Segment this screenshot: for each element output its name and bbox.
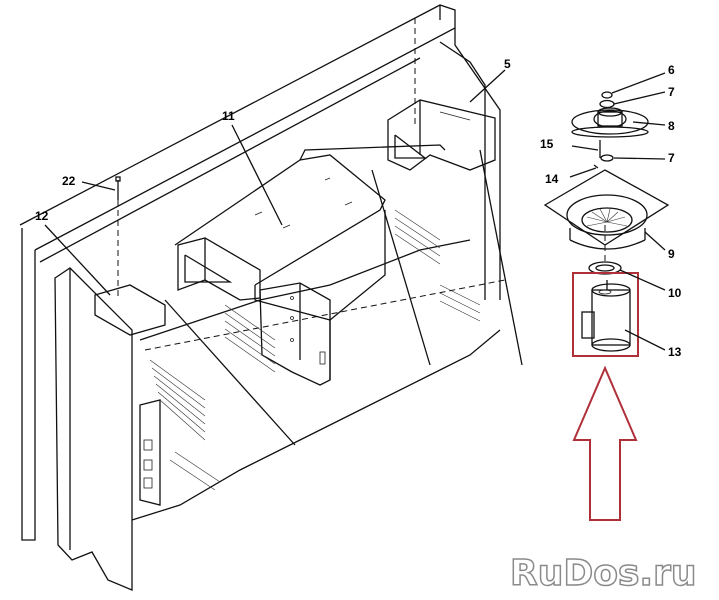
fan-assembly bbox=[543, 91, 670, 352]
top-plate bbox=[94, 284, 166, 336]
fan-guard-9 bbox=[543, 169, 670, 250]
callout-12: 12 bbox=[35, 209, 49, 223]
mount-bracket-right bbox=[387, 99, 496, 171]
callout-8: 8 bbox=[668, 119, 675, 133]
leader-lines bbox=[44, 69, 666, 446]
callout-10: 10 bbox=[668, 286, 682, 300]
callout-22: 22 bbox=[62, 174, 76, 188]
callout-6: 6 bbox=[668, 63, 675, 77]
electronics-module bbox=[139, 399, 161, 506]
callout-15: 15 bbox=[540, 137, 554, 151]
blower-wheel-8 bbox=[571, 107, 649, 138]
mount-bracket-left bbox=[177, 237, 261, 301]
fan-motor-13 bbox=[581, 280, 631, 352]
arrow-up-icon bbox=[572, 365, 638, 521]
callout-13: 13 bbox=[668, 345, 682, 359]
callout-7b: 7 bbox=[668, 151, 675, 165]
callout-labels: 6 7 8 15 7 14 9 10 13 5 11 22 12 bbox=[35, 57, 682, 359]
motor-highlight-box bbox=[572, 272, 639, 357]
nut-6 bbox=[601, 91, 613, 99]
screw-22 bbox=[115, 176, 121, 200]
cooling-fins bbox=[149, 209, 481, 491]
callout-9: 9 bbox=[668, 247, 675, 261]
callout-5: 5 bbox=[504, 57, 511, 71]
air-duct bbox=[174, 144, 446, 380]
assembly-axes bbox=[117, 18, 606, 351]
callout-14: 14 bbox=[545, 172, 559, 186]
washer-7-top bbox=[599, 99, 615, 109]
washer-7-bottom bbox=[600, 154, 614, 162]
enclosure-housing bbox=[19, 4, 501, 591]
watermark-text: RuDos.ru bbox=[510, 553, 696, 594]
control-panel bbox=[259, 282, 331, 386]
callout-11: 11 bbox=[222, 109, 235, 123]
callout-7: 7 bbox=[668, 85, 675, 99]
